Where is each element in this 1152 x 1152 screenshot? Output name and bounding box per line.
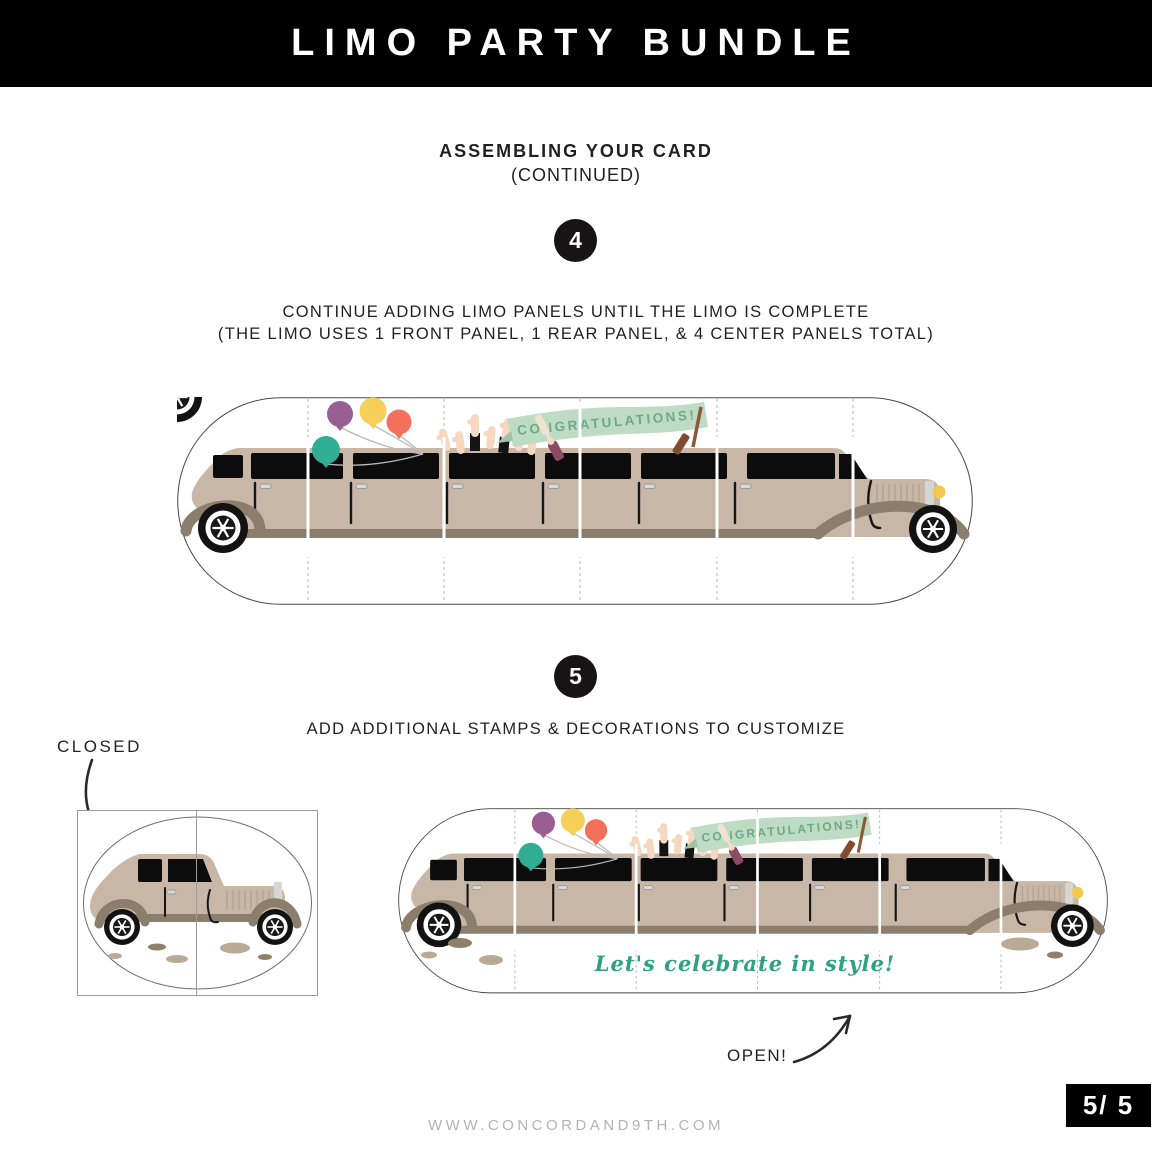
section-title: ASSEMBLING YOUR CARD xyxy=(439,141,713,161)
closed-car-drawing xyxy=(89,854,302,963)
dirt-spots xyxy=(108,942,272,963)
wheel xyxy=(177,397,202,422)
balloon-strings xyxy=(325,424,424,466)
page-number-badge: 5/ 5 xyxy=(1066,1084,1151,1127)
page-title: LIMO PARTY BUNDLE xyxy=(291,22,861,64)
step-5-badge: 5 xyxy=(554,655,597,698)
dirt-spots xyxy=(421,937,1063,965)
script-sentiment-text: Let's celebrate in style! xyxy=(594,951,895,976)
step-5-instruction-line-1: ADD ADDITIONAL STAMPS & DECORATIONS TO C… xyxy=(306,720,846,738)
purple-balloon xyxy=(327,401,353,427)
limo-windows xyxy=(213,453,867,479)
open-limo-illustration-step4: CONGRATULATIONS! xyxy=(177,397,973,605)
teal-balloon xyxy=(312,436,340,464)
coral-balloon xyxy=(386,409,412,435)
open-label: OPEN! xyxy=(727,1046,788,1065)
chrome-grille xyxy=(925,481,934,505)
limo-drawing xyxy=(180,448,970,555)
banner-pole xyxy=(691,406,703,448)
header-bar: LIMO PARTY BUNDLE xyxy=(0,0,1152,87)
banner-furl xyxy=(672,433,690,455)
open-limo-illustration-step5: Let's celebrate in style! xyxy=(398,808,1108,994)
die-cut-ellipse xyxy=(83,816,312,990)
panel-seam-cuts xyxy=(306,403,855,557)
champagne-toast xyxy=(534,414,564,461)
hand-icon xyxy=(177,397,181,399)
open-arrow-icon xyxy=(792,1014,852,1064)
closed-label: CLOSED xyxy=(57,737,142,756)
step-4-instruction-line-2: (THE LIMO USES 1 FRONT PANEL, 1 REAR PAN… xyxy=(217,325,935,343)
headlight xyxy=(932,485,946,499)
footer-url: WWW.CONCORDAND9TH.COM xyxy=(428,1117,724,1134)
step-4-instruction-line-1: CONTINUE ADDING LIMO PANELS UNTIL THE LI… xyxy=(282,303,870,321)
closed-card-illustration xyxy=(77,810,318,996)
step-4-badge: 4 xyxy=(554,219,597,262)
balloons xyxy=(312,397,412,468)
yellow-balloon xyxy=(359,397,387,425)
section-subtitle: (CONTINUED) xyxy=(511,165,641,185)
